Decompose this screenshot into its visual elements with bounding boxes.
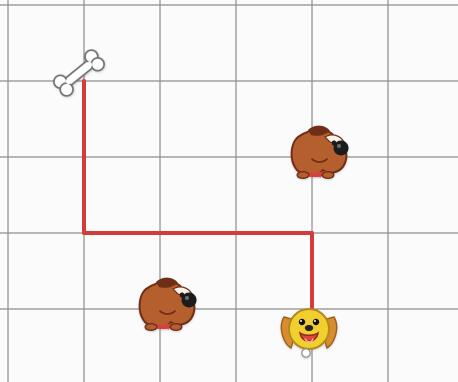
- paper-background: [0, 0, 458, 382]
- grid-puzzle: [0, 0, 458, 382]
